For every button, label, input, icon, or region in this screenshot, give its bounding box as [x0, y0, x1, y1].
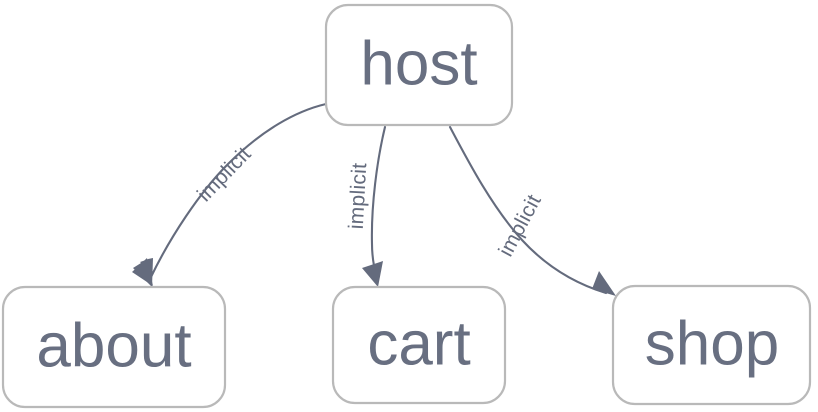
edge-group-host-about[interactable]: implicit	[132, 102, 328, 287]
edge-arrowhead-host-about-shape	[132, 258, 153, 286]
edge-label-host-shop: implicit	[494, 191, 546, 261]
node-label-about: about	[36, 311, 191, 380]
edge-path-host-cart[interactable]	[370, 125, 387, 281]
node-rect-shop[interactable]	[611, 284, 812, 406]
node-shop[interactable]: shop	[611, 284, 812, 406]
edge-group-host-shop[interactable]: implicit	[448, 125, 616, 296]
node-label-shop: shop	[645, 309, 779, 378]
node-label-host: host	[360, 29, 477, 98]
edge-arrowhead-host-cart	[362, 261, 383, 287]
node-rect-cart[interactable]	[331, 285, 507, 405]
edge-path-host-shop[interactable]	[448, 125, 608, 295]
node-about[interactable]: about	[1, 285, 227, 409]
node-host[interactable]: host	[324, 3, 514, 127]
edge-path-host-about[interactable]	[148, 102, 328, 281]
node-rect-about[interactable]	[1, 285, 227, 409]
edge-label-host-about: implicit	[193, 142, 256, 206]
edge-label-host-cart: implicit	[345, 162, 371, 230]
node-label-cart: cart	[367, 309, 470, 378]
edge-group-host-cart[interactable]: implicit	[345, 125, 387, 287]
node-cart[interactable]: cart	[331, 285, 507, 405]
edge-arrowhead-host-shop	[592, 271, 616, 296]
node-rect-host[interactable]	[324, 3, 514, 127]
